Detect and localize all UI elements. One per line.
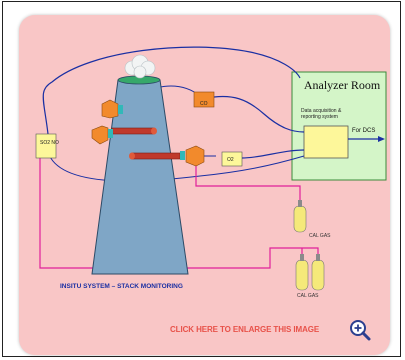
daq-label: Data acquisition & reporting system — [301, 108, 342, 120]
cal-gas-cylinder-pair — [295, 254, 325, 291]
o2-analyzer-box — [221, 151, 243, 167]
enlarge-image-link[interactable]: CLICK HERE TO ENLARGE THIS IMAGE — [170, 325, 320, 334]
system-title: INSITU SYSTEM – STACK MONITORING — [60, 283, 183, 290]
signal-cable-co — [213, 95, 305, 133]
dcs-arrow-head — [378, 136, 385, 142]
analyzer-head-right — [185, 145, 205, 167]
cal-gas-label-single: CAL GAS — [309, 233, 331, 239]
signal-cable-o2 — [241, 149, 305, 159]
signal-cable-top — [42, 46, 301, 135]
probe-upper — [111, 127, 155, 135]
co-label: CO — [200, 101, 208, 107]
analyzer-head-upper — [101, 99, 119, 119]
o2-label: O2 — [227, 157, 234, 163]
zoom-glyph — [350, 320, 371, 341]
smoke-cloud — [124, 54, 156, 79]
analyzer-room-title: Analyzer Room — [303, 78, 381, 92]
dcs-label: For DCS — [352, 128, 376, 134]
probe-lower — [131, 152, 181, 160]
cal-gas-line-upper — [195, 166, 301, 204]
daq-box — [303, 125, 349, 159]
cal-gas-label-pair: CAL GAS — [297, 293, 319, 299]
so2-label: SO2 NO — [40, 140, 59, 146]
so2-analyzer-box — [35, 133, 57, 159]
co-analyzer-box — [193, 91, 215, 108]
analyzer-head-left — [91, 125, 109, 145]
cal-gas-line-lower — [39, 152, 319, 269]
cal-gas-cylinder-single — [293, 200, 307, 233]
signal-cable-so2 — [47, 151, 305, 182]
